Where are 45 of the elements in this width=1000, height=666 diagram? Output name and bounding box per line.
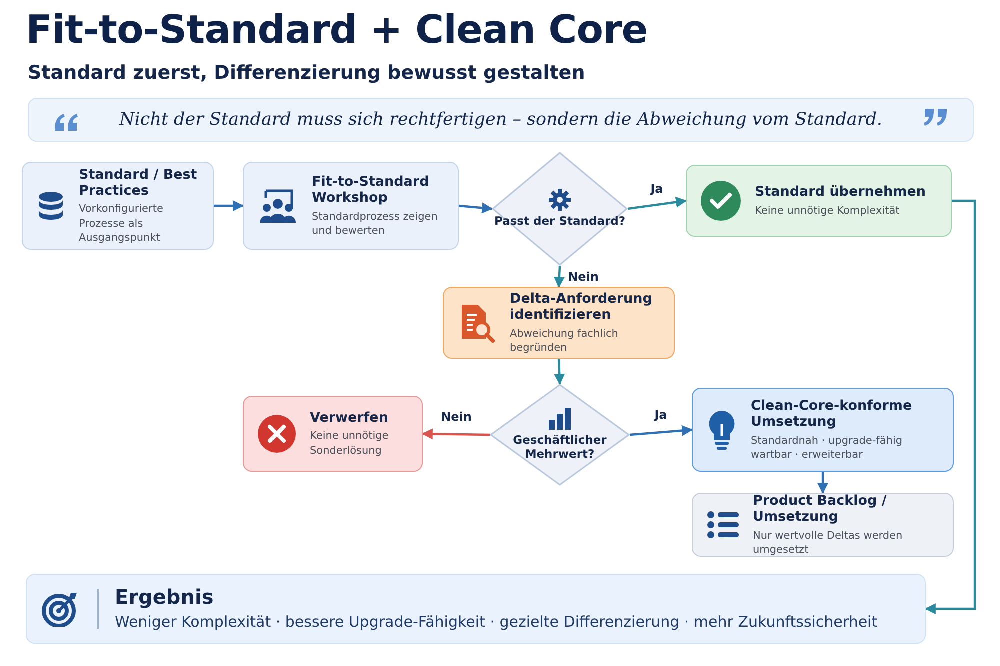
arrow [630, 425, 694, 436]
edge-label: Nein [566, 270, 601, 284]
decision-diamond [492, 152, 628, 266]
title: Fit-to-Standard + Clean Core [26, 8, 648, 53]
node-description: Keine unnötige Komplexität [755, 204, 901, 218]
edge-label: Ja [648, 182, 666, 196]
arrow [554, 358, 566, 386]
process-box [692, 493, 954, 557]
node-description: Keine unnötige Sonderlösung [310, 429, 390, 458]
node-description: Weniger Komplexität · bessere Upgrade-Fähigkeit · gezielte Differenzierung · mehr Zukunftssicherheit [115, 612, 878, 633]
process-box [22, 162, 214, 250]
node-heading: Clean-Core-konforme Umsetzung [751, 398, 914, 431]
arrow [628, 196, 688, 210]
node-heading: Passt der Standard? [494, 215, 626, 229]
node-heading: Ergebnis [115, 585, 215, 610]
node-heading: Standard / Best Practices [79, 167, 198, 200]
process-box [243, 162, 459, 250]
process-box [443, 287, 675, 359]
edge-label: Ja [652, 408, 670, 422]
node-heading: Standard übernehmen [755, 184, 926, 200]
edge-label: Nein [439, 410, 474, 424]
arrow [554, 266, 565, 288]
node-description: Abweichung fachlich begründen [510, 326, 620, 355]
arrow [818, 472, 828, 494]
node-heading: Fit-to-Standard Workshop [312, 174, 430, 207]
arrow [422, 428, 490, 440]
arrow [214, 200, 244, 212]
node-description: Standardprozess zeigen und bewerten [312, 210, 439, 238]
reject-box [243, 396, 423, 472]
node-heading: Nicht der Standard muss sich rechtfertigen – sondern die Abweichung vom Standard. [119, 110, 882, 130]
node-description: Standardnah · upgrade-fähig wartbar · erweiterbar [751, 434, 904, 462]
node-heading: Product Backlog / Umsetzung [753, 493, 888, 526]
process-box [692, 388, 954, 472]
quote-banner [28, 98, 974, 142]
node-heading: Verwerfen [310, 410, 390, 426]
result-panel [26, 574, 926, 644]
decision-diamond [490, 384, 630, 486]
arrow [458, 202, 494, 214]
node-heading: Delta-Anforderung identifizieren [510, 291, 654, 324]
subtitle: Standard zuerst, Differenzierung bewusst gestalten [28, 62, 586, 84]
node-description: Vorkonfigurierte Prozesse als Ausgangspunkt [79, 202, 164, 245]
node-description: Nur wertvolle Deltas werden umgesetzt [753, 528, 904, 557]
arrow [924, 200, 976, 614]
node-heading: Geschäftlicher Mehrwert? [512, 434, 608, 462]
result-box [686, 165, 952, 237]
